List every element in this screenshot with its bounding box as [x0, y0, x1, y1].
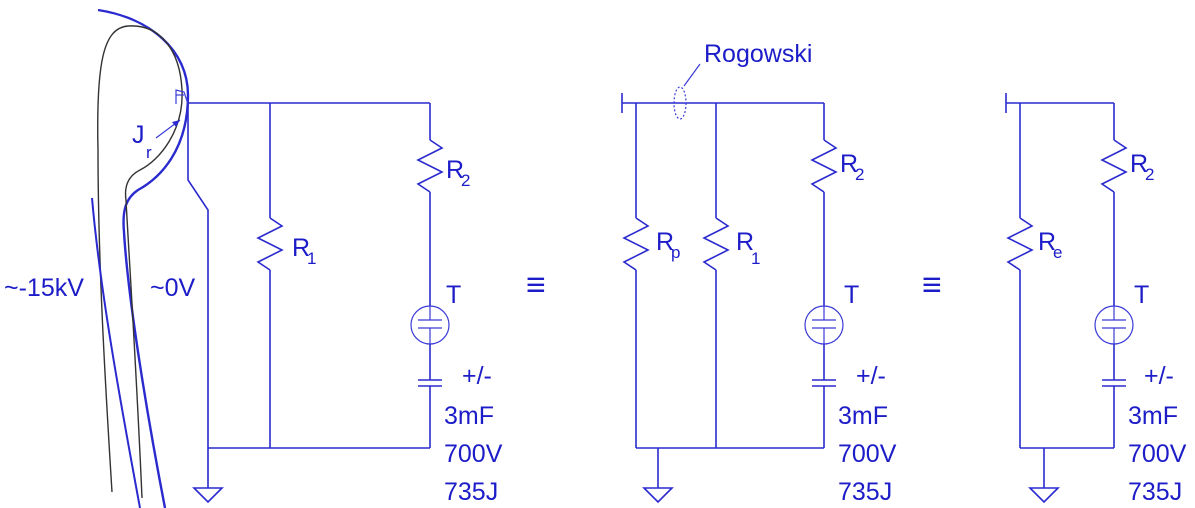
c3-cap-energy: 735J — [1128, 478, 1182, 506]
tip-connection — [175, 89, 189, 105]
c2-ground-symbol — [642, 448, 674, 504]
circuit-2: Rogowski R p R 1 R 2 T — [621, 40, 897, 506]
c2-cap-energy: 735J — [838, 478, 892, 506]
c1-cap-voltage: 700V — [444, 440, 503, 468]
equivalence-sign-1: ≡ — [526, 266, 546, 304]
c3-re-subscript: e — [1053, 243, 1062, 262]
c3-ground-symbol — [1028, 448, 1060, 504]
circuit-3: R e R 2 T +/- 3mF 700V 735J — [1005, 93, 1187, 506]
c1-r1-resistor — [256, 217, 284, 271]
c3-r2-label: R — [1130, 150, 1148, 178]
c2-r2-label: R — [840, 150, 858, 178]
c1-tube-symbol — [410, 305, 450, 345]
rogowski-label: Rogowski — [704, 40, 812, 68]
rogowski-leader — [683, 63, 701, 87]
inner-electrode-line — [97, 25, 183, 499]
c1-capacitor-symbol — [418, 379, 442, 387]
c1-tube-label: T — [446, 281, 461, 309]
c1-r1-subscript: 1 — [307, 249, 316, 268]
c2-rp-subscript: p — [671, 243, 680, 262]
c2-rp-label: R — [656, 228, 674, 256]
c1-r2-label: R — [446, 156, 464, 184]
c3-capacitor-symbol — [1102, 379, 1126, 387]
c1-r2-subscript: 2 — [461, 171, 470, 190]
c2-rp-resistor — [622, 217, 650, 271]
c3-tube-label: T — [1134, 281, 1149, 309]
c1-ground-symbol — [192, 448, 224, 504]
c1-cap-polarity: +/- — [462, 362, 492, 390]
rogowski-coil — [673, 86, 687, 120]
c2-r1-label: R — [736, 228, 754, 256]
current-label: J — [132, 121, 145, 149]
outer-voltage-label: ~-15kV — [4, 274, 84, 302]
outer-wall-line — [91, 197, 141, 508]
inner-voltage-label: ~0V — [150, 274, 196, 302]
c2-cap-capacitance: 3mF — [838, 402, 888, 430]
c2-cap-polarity: +/- — [856, 362, 886, 390]
c3-r2-subscript: 2 — [1145, 165, 1154, 184]
c2-r1-subscript: 1 — [751, 249, 760, 268]
c3-cap-polarity: +/- — [1144, 362, 1174, 390]
c2-r2-subscript: 2 — [855, 165, 864, 184]
c1-r1-label: R — [292, 234, 310, 262]
c2-cap-voltage: 700V — [838, 440, 897, 468]
c2-tube-symbol — [804, 305, 844, 345]
c3-r2-resistor — [1100, 139, 1128, 193]
electrode-sketch: J r ~-15kV ~0V — [4, 8, 196, 508]
current-arrowhead — [172, 120, 180, 127]
equivalence-sign-2: ≡ — [922, 266, 942, 304]
c2-capacitor-symbol — [812, 379, 836, 387]
c2-r1-resistor — [702, 217, 730, 271]
c1-lead-wire — [187, 103, 209, 448]
circuit-1: R 1 R 2 T +/- 3mF 700V 735J — [187, 102, 503, 506]
c3-tube-symbol — [1094, 305, 1134, 345]
c1-cap-capacitance: 3mF — [444, 402, 494, 430]
c3-re-label: R — [1038, 228, 1056, 256]
c3-cap-capacitance: 3mF — [1128, 402, 1178, 430]
c3-re-resistor — [1006, 217, 1034, 271]
c1-r2-resistor — [416, 139, 444, 193]
outer-electrode-line — [97, 8, 190, 508]
c2-r2-resistor — [810, 139, 838, 193]
c1-cap-energy: 735J — [444, 478, 498, 506]
current-subscript: r — [146, 143, 152, 162]
c2-tube-label: T — [844, 281, 859, 309]
c3-cap-voltage: 700V — [1128, 440, 1187, 468]
